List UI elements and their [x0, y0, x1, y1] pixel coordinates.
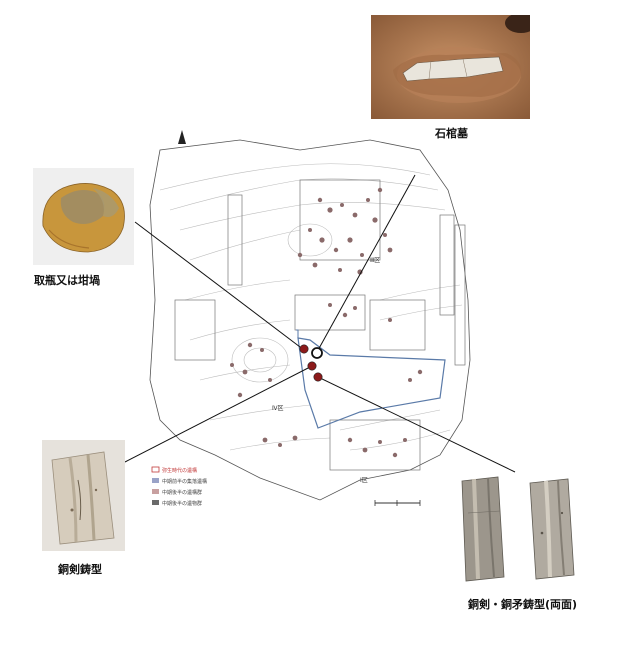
leader-line-sword-spear-mold [317, 376, 516, 473]
findspot-marker-sword-spear-mold [313, 372, 323, 382]
sword-spear-mold-caption: 銅剣・銅矛鋳型(両面) [468, 598, 578, 611]
findspot-marker-jar [299, 344, 309, 354]
zone-label-a: Ⅳ区 [272, 405, 284, 412]
excavation-boundary [297, 337, 446, 429]
bronze-sword-mold-caption: 銅剣鋳型 [58, 563, 102, 576]
jar-or-crucible-photo [33, 168, 134, 265]
legend-label-1: 弥生時代の遺構 [162, 467, 197, 474]
legend-swatch-1 [151, 466, 160, 473]
leader-line-sword-mold [124, 365, 313, 463]
legend-label-3: 中期後半の遺構群 [162, 489, 202, 496]
legend-swatch-3 [152, 489, 159, 494]
zone-label-b: Ⅲ区 [370, 257, 380, 264]
feature-dots [230, 187, 423, 458]
scale-bar [374, 500, 421, 506]
sword-spear-mold-photo [450, 473, 588, 585]
findspot-marker-sword-mold [307, 361, 317, 371]
legend-swatch-4 [152, 500, 159, 505]
legend-label-2: 中期前半の集落遺構 [162, 478, 207, 485]
legend: 弥生時代の遺構 中期前半の集落遺構 中期後半の遺構群 中期後半の遺物群 [151, 466, 207, 507]
jar-or-crucible-caption: 取瓶又は坩堝 [34, 274, 100, 287]
legend-swatch-2 [152, 478, 159, 483]
excavation-areas [174, 179, 466, 471]
leader-line-stone-coffin [316, 174, 416, 353]
leader-line-jar [134, 221, 305, 351]
bronze-sword-mold-photo [42, 440, 125, 551]
leader-lines [124, 174, 516, 473]
north-arrow-icon [178, 130, 186, 144]
zone-label-c: Ⅰ区 [360, 477, 368, 484]
site-outline [149, 139, 471, 501]
findspot-marker-stone-coffin [311, 347, 323, 359]
legend-label-4: 中期後半の遺物群 [162, 500, 202, 507]
stone-coffin-caption: 石棺墓 [435, 127, 468, 140]
stone-coffin-photo [371, 15, 530, 119]
